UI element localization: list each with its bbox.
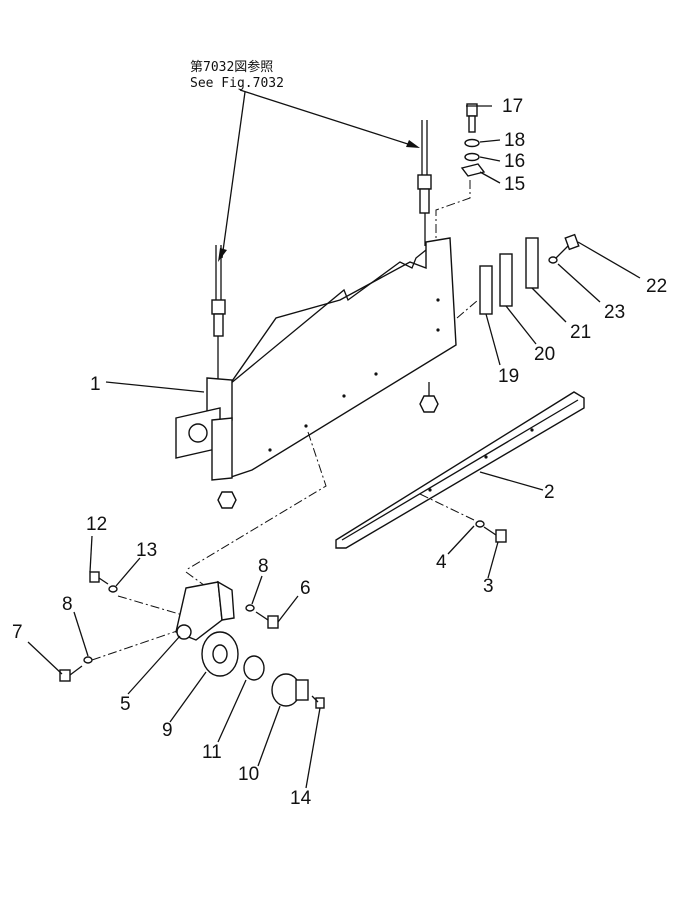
callout-19: 19 (498, 366, 519, 387)
callout-6: 6 (300, 578, 311, 599)
callout-7: 7 (12, 622, 23, 643)
reference-arrows (218, 89, 420, 262)
leader-lines (27, 105, 641, 789)
main-bracket (175, 237, 457, 509)
plates-19-21 (456, 237, 539, 319)
callout-8-left: 8 (62, 594, 73, 615)
callout-8-right: 8 (258, 556, 269, 577)
callout-23: 23 (604, 302, 625, 323)
callout-18: 18 (504, 130, 525, 151)
callout-4: 4 (436, 552, 447, 573)
callout-5: 5 (120, 694, 131, 715)
callout-22: 22 (646, 276, 667, 297)
bolt-3-washer-4 (475, 520, 507, 543)
callout-17: 17 (502, 96, 523, 117)
callout-9: 9 (162, 720, 173, 741)
callout-1: 1 (90, 374, 101, 395)
callout-3: 3 (483, 576, 494, 597)
callout-12: 12 (86, 514, 107, 535)
cable-left (211, 245, 226, 392)
callout-21: 21 (570, 322, 591, 343)
callout-20: 20 (534, 344, 555, 365)
fasteners-15-18 (435, 103, 486, 240)
reference-note-en: See Fig.7032 (190, 76, 284, 91)
callout-15: 15 (504, 174, 525, 195)
callout-2: 2 (544, 482, 555, 503)
callout-numbers: 1 2 3 4 5 6 7 8 8 9 10 11 12 13 14 15 16… (12, 96, 667, 809)
assembly-lines (91, 431, 475, 661)
cable-right (417, 120, 432, 246)
callout-16: 16 (504, 151, 525, 172)
bolt-22-washer-23 (548, 233, 580, 264)
callout-13: 13 (136, 540, 157, 561)
callout-10: 10 (238, 764, 259, 785)
lower-bracket-assembly (59, 571, 325, 709)
rail-2 (335, 391, 585, 549)
reference-note-jp: 第7032図参照 (190, 60, 274, 75)
callout-11: 11 (202, 742, 222, 763)
callout-14: 14 (290, 788, 312, 809)
